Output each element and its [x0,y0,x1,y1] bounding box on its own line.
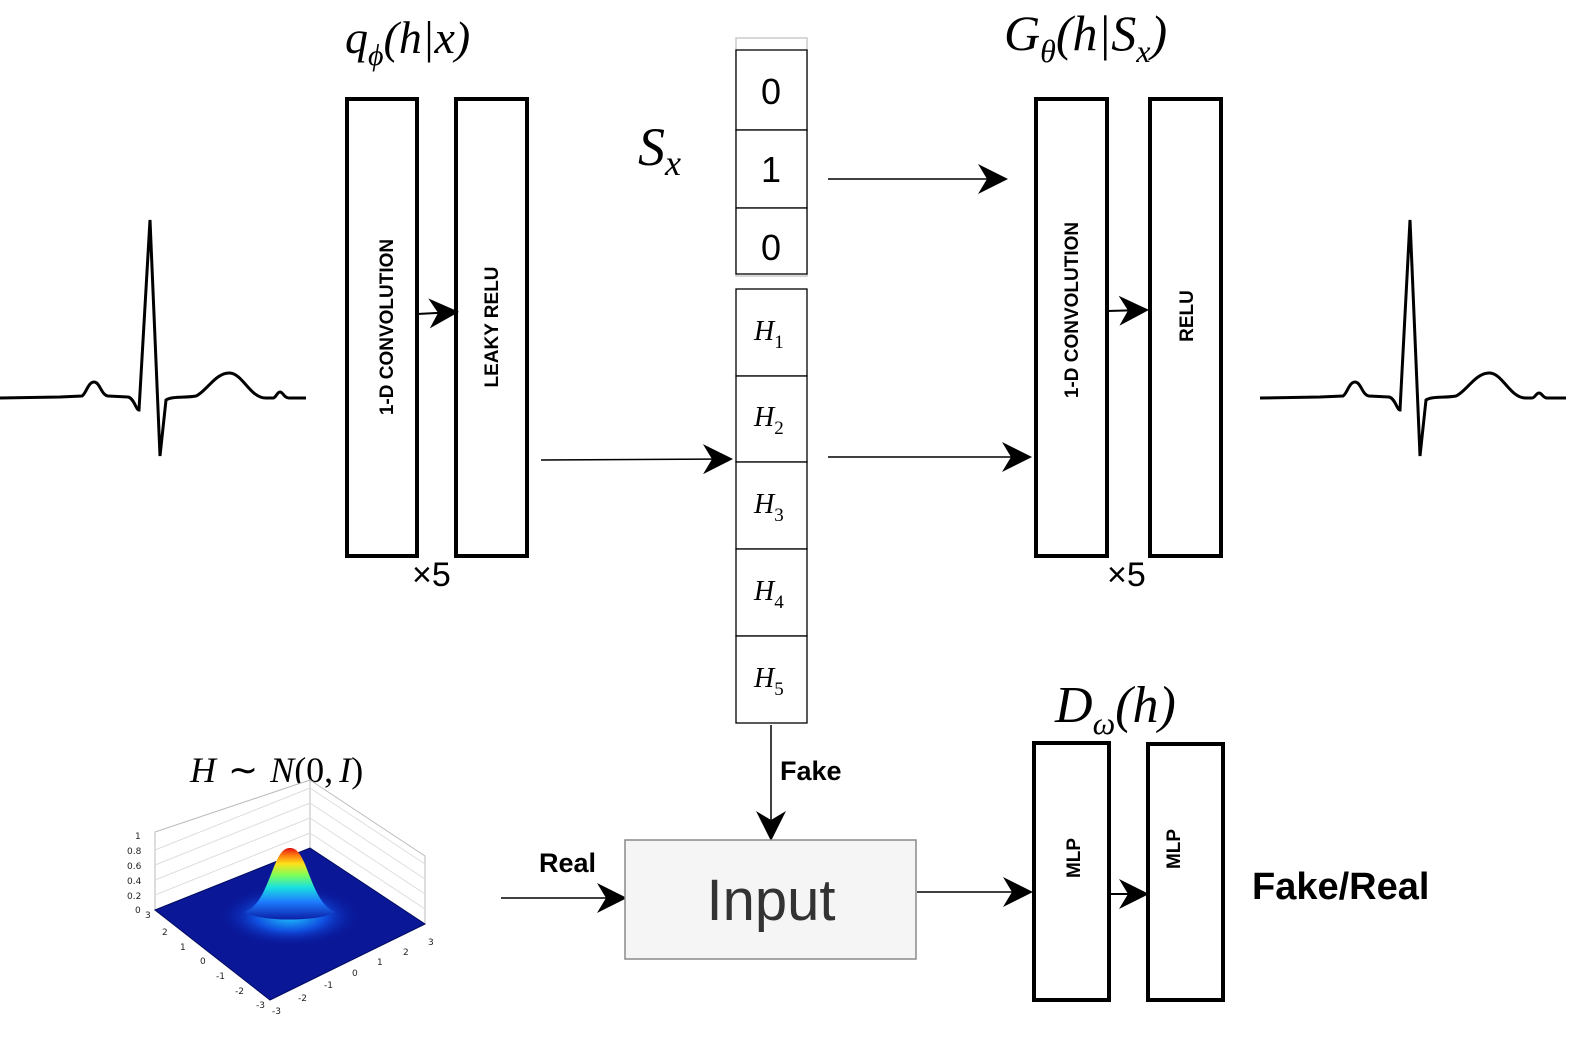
h-cell-4: H4 [753,576,784,613]
h-cell-2: H2 [753,402,784,439]
encoder-title: qϕ(h|x) [345,12,470,72]
generator-conv-label: 1-D CONVOLUTION [1062,222,1083,398]
encoder-conv-label: 1-D CONVOLUTION [377,239,398,415]
ecg-output-signal [1259,219,1566,457]
encoder-repeat: ×5 [412,556,451,594]
y-tick-1: -2 [298,994,307,1004]
h-cell-3: H3 [753,489,784,526]
h-cell-1: H1 [753,316,784,353]
y-tick-4: 1 [377,958,383,968]
encoder-conv-block [345,97,419,558]
generator-conv-block [1034,97,1109,558]
x-tick-5: -2 [235,987,244,997]
x-tick-6: -3 [256,1001,265,1011]
z-tick-5: 1 [135,832,141,842]
generator-inner-arrow [1106,295,1149,326]
x-tick-1: 2 [162,928,168,938]
input-box-label: Input [707,868,836,933]
generator-activation-label: RELU [1177,290,1198,342]
discriminator-mlp-block-1 [1032,741,1111,1002]
encoder-activation-label: LEAKY RELU [482,266,503,387]
z-tick-1: 0.2 [127,892,141,902]
y-tick-2: -1 [324,981,333,991]
y-tick-3: 0 [352,969,358,979]
s-value-2: 0 [761,227,781,268]
s-label: Sx [638,117,681,183]
ecg-input-signal [0,219,306,457]
discriminator-mlp-block-2 [1146,742,1225,1002]
s-vector: 0 1 0 [735,49,808,275]
discriminator-mlp-label-2: MLP [1164,829,1185,869]
y-tick-6: 3 [428,938,434,948]
h-cell-5: H5 [753,663,784,700]
generator-repeat: ×5 [1107,556,1146,594]
z-tick-3: 0.6 [127,862,142,872]
input-box [624,839,917,960]
h-vector: H1 H2 H3 H4 H5 [735,288,808,724]
x-tick-0: 3 [145,911,151,921]
discriminator-title: Dω(h) [1054,677,1176,741]
encoder-inner-arrow [416,298,459,329]
x-tick-2: 1 [180,943,186,953]
z-tick-2: 0.4 [127,877,142,887]
s-value-1: 1 [761,149,781,190]
encoder-to-latent-arrow [540,444,733,475]
generator-title: Gθ(h|Sx) [1004,5,1167,69]
prior-label: H∼N(0,I) [189,750,363,790]
x-tick-4: -1 [216,972,225,982]
discriminator-output-label: Fake/Real [1252,866,1429,908]
discriminator-mlp-label-1: MLP [1064,838,1085,878]
generator-activation-block [1148,97,1223,558]
y-tick-0: -3 [272,1007,281,1017]
encoder-activation-block [454,97,529,558]
gaussian-surface-plot: 0 0.2 0.4 0.6 0.8 1 3 2 1 0 -1 -2 -3 -3 … [127,779,434,1017]
real-label: Real [539,848,596,878]
z-tick-0: 0 [135,906,141,916]
s-value-0: 0 [761,71,781,112]
x-tick-3: 0 [200,957,206,967]
y-tick-5: 2 [403,948,409,958]
z-tick-4: 0.8 [127,847,142,857]
fake-label: Fake [780,756,842,786]
